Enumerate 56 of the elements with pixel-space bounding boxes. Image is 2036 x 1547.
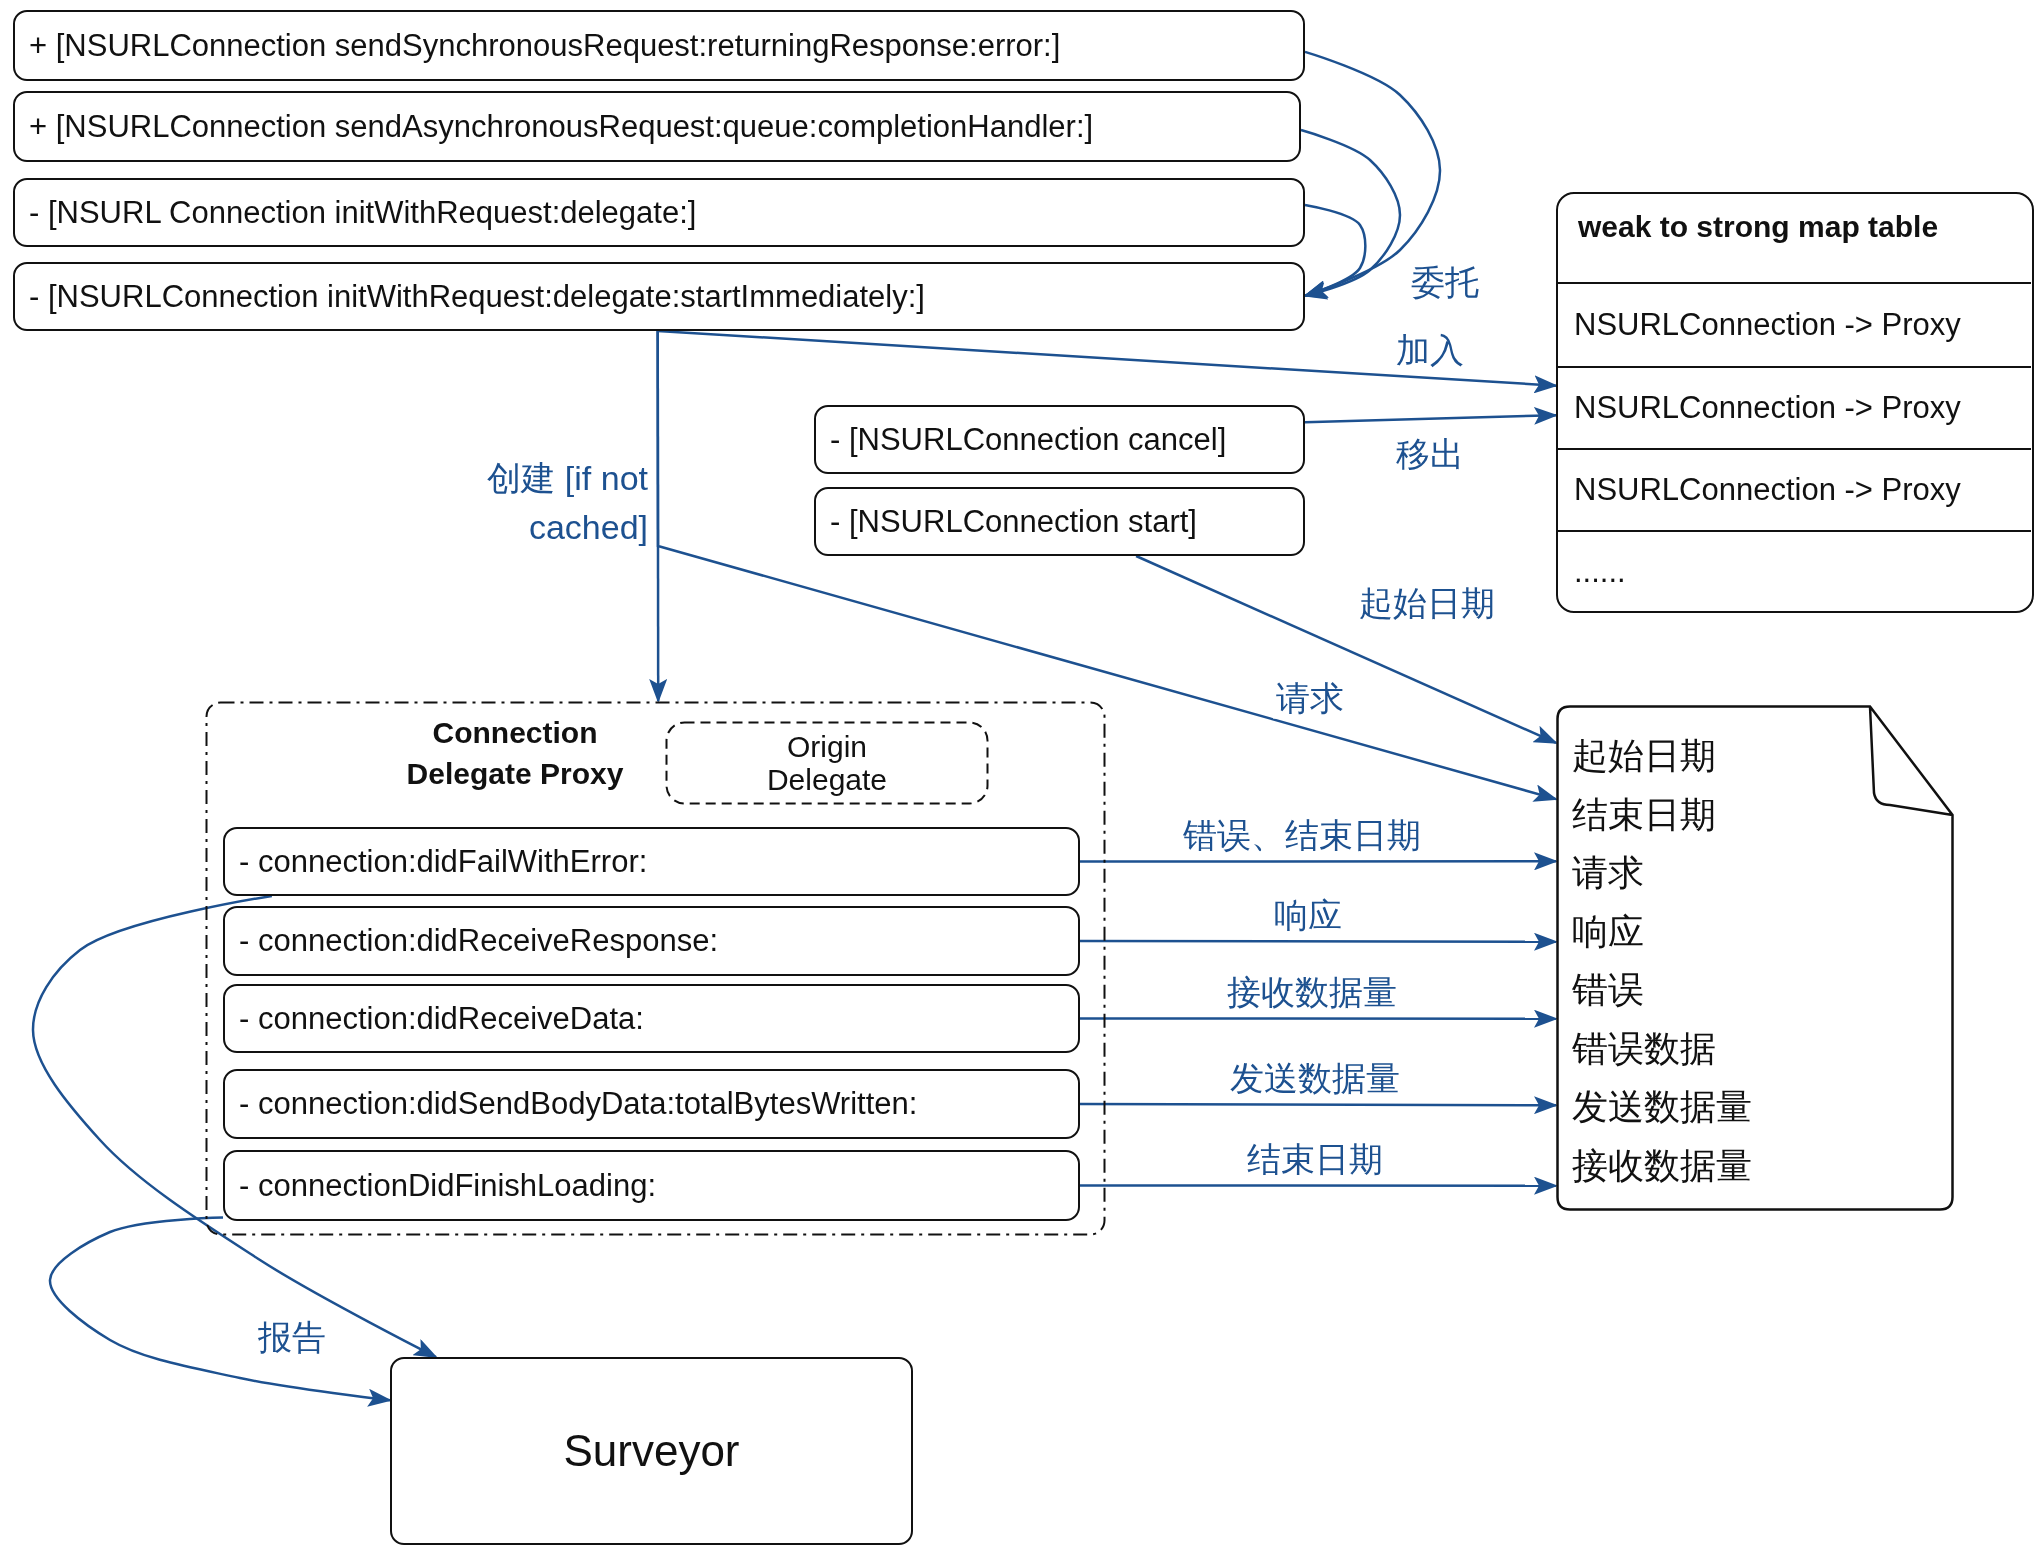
delegate-box [665,721,989,805]
box-label: Surveyor [563,1426,740,1476]
arrow [1303,203,1367,298]
document-line: 发送数据量 [1572,1085,1752,1129]
arrow [48,1216,392,1407]
table-header: weak to strong map table [1578,210,1939,244]
document-line: 错误 [1572,968,1644,1012]
document-line: 起始日期 [1572,734,1716,778]
arrow [1300,128,1402,300]
method-box [223,827,1080,896]
arrow [1303,50,1442,298]
arrow [1304,406,1558,425]
box-label: - connection:didSendBodyData:totalBytesWritten: [239,1086,918,1122]
box-label: - connection:didReceiveResponse: [239,923,719,959]
process-box [390,1357,913,1545]
document-line: 错误数据 [1572,1026,1716,1071]
arrow [1080,1009,1558,1028]
proxy-container [205,701,1106,1236]
arrow [1080,1096,1558,1115]
document-line: 请求 [1572,851,1644,895]
method-box [13,91,1301,162]
row-label: NSURLConnection -> Proxy [1574,306,1961,343]
arrow [1080,932,1558,951]
method-box [223,984,1080,1053]
arrow [656,331,1558,802]
method-box [13,178,1305,247]
container-title: Connection Delegate Proxy [405,715,625,792]
document-shape [1556,705,1954,1211]
method-box [814,487,1305,556]
document-line: 结束日期 [1572,792,1716,837]
row-label: ...... [1574,554,1626,590]
box-label: + [NSURLConnection sendAsynchronousRequest:queue:completionHandler:] [29,108,1094,145]
map-table [1556,192,2034,613]
method-box [223,1150,1080,1221]
arrow [1135,554,1558,745]
row-label: NSURLConnection -> Proxy [1574,389,1961,426]
row-label: NSURLConnection -> Proxy [1574,471,1961,508]
method-box [13,10,1305,81]
box-label: - [NSURLConnection cancel] [830,421,1227,458]
method-box [223,906,1080,976]
arrow [1080,1176,1558,1195]
document-line: 接收数据量 [1572,1143,1752,1188]
box-label: Origin Delegate [765,730,889,796]
box-label: - [NSURL Connection initWithRequest:delegate:] [29,194,697,231]
arrow [1080,852,1558,871]
method-box [223,1069,1080,1139]
arrow [657,329,1558,394]
box-label: - connectionDidFinishLoading: [239,1167,657,1204]
box-label: + [NSURLConnection sendSynchronousRequest:returningResponse:error:] [29,27,1061,64]
box-label: - connection:didReceiveData: [239,1000,644,1037]
box-label: - [NSURLConnection initWithRequest:delegate:startImmediately:] [29,278,925,315]
document-line: 响应 [1572,909,1644,954]
method-box [13,262,1305,331]
method-box [814,405,1305,474]
box-label: - connection:didFailWithError: [239,843,648,880]
box-label: - [NSURLConnection start] [830,503,1197,540]
